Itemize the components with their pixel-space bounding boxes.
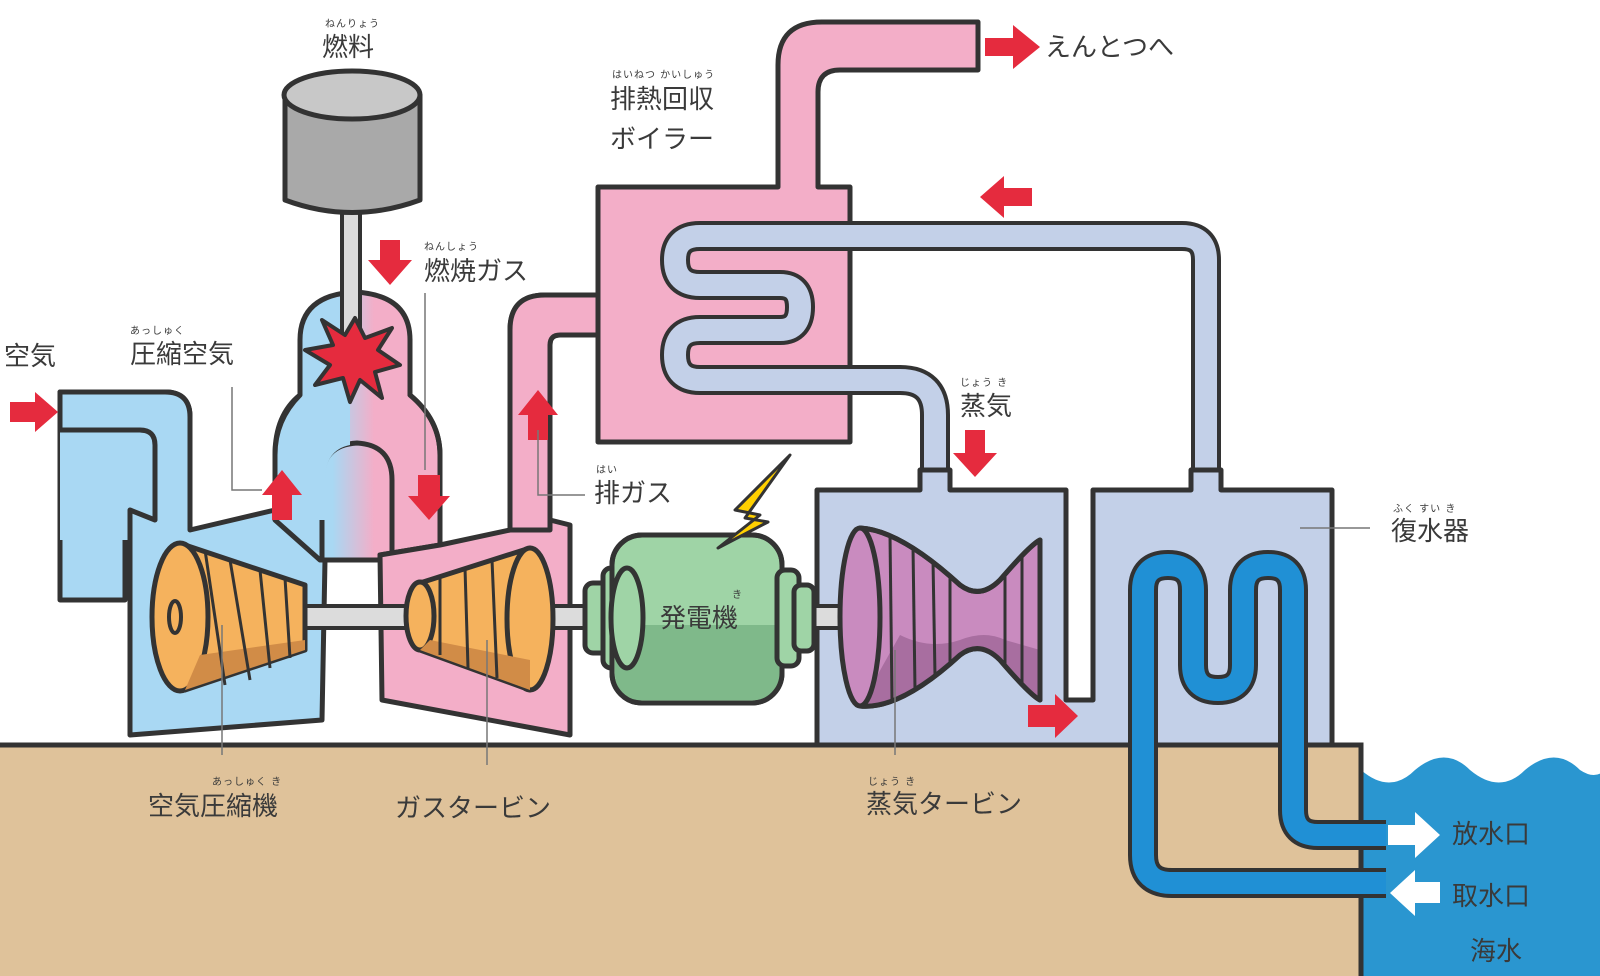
air-compressor-ruby: あっしゅく き xyxy=(212,776,282,788)
labels: ねんりょう 燃料 ねんしょう 燃焼ガス 空気 あっしゅく 圧縮空気 はい 排ガス… xyxy=(4,18,1530,967)
generator-ruby: き xyxy=(732,589,743,601)
steam-label: 蒸気 xyxy=(960,392,1012,422)
outlet-label: 放水口 xyxy=(1452,820,1530,850)
fuel-ruby: ねんりょう xyxy=(325,18,380,30)
gas-turbine-label: ガスタービン xyxy=(395,794,551,824)
leader-lines xyxy=(221,293,1370,765)
fuel-tank xyxy=(281,68,423,347)
condenser-ruby: ふく すい き xyxy=(1393,503,1456,515)
steam-turbine-label: 蒸気タービン xyxy=(866,790,1022,820)
combustion-gas-label: 燃焼ガス xyxy=(424,257,528,287)
generator xyxy=(582,453,817,706)
exhaust-gas-ruby: はい xyxy=(596,464,618,476)
flow-arrows xyxy=(10,25,1078,738)
gas-turbine-rotor xyxy=(403,545,556,693)
combustion-gas-ruby: ねんしょう xyxy=(424,241,479,253)
hrsg-label-line1: 排熱回収 xyxy=(610,85,714,115)
steam-ruby: じょう き xyxy=(960,377,1008,389)
air-compressor-rotor xyxy=(149,540,308,694)
condenser-label: 復水器 xyxy=(1391,517,1469,547)
air-label: 空気 xyxy=(4,342,56,372)
generator-label: 発電機 xyxy=(660,604,738,634)
air-compressor-label: 空気圧縮機 xyxy=(148,792,278,822)
exhaust-gas-label: 排ガス xyxy=(594,479,672,509)
compressed-air-ruby: あっしゅく xyxy=(130,325,185,337)
to-chimney-label: えんとつへ xyxy=(1045,33,1174,63)
hrsg-label-line2: ボイラー xyxy=(610,125,714,155)
intake-label: 取水口 xyxy=(1452,882,1530,912)
compressed-air-label: 圧縮空気 xyxy=(130,340,234,370)
steam-turbine-rotor xyxy=(837,525,1043,709)
hrsg-ruby: はいねつ かいしゅう xyxy=(612,69,715,81)
fuel-label: 燃料 xyxy=(322,33,374,63)
water-arrows xyxy=(1388,812,1440,916)
steam-turbine-ruby: じょう き xyxy=(868,776,916,788)
explosion-icon xyxy=(303,316,402,404)
seawater-label: 海水 xyxy=(1470,937,1522,967)
sea xyxy=(1361,757,1600,976)
lightning-icon xyxy=(716,453,792,550)
